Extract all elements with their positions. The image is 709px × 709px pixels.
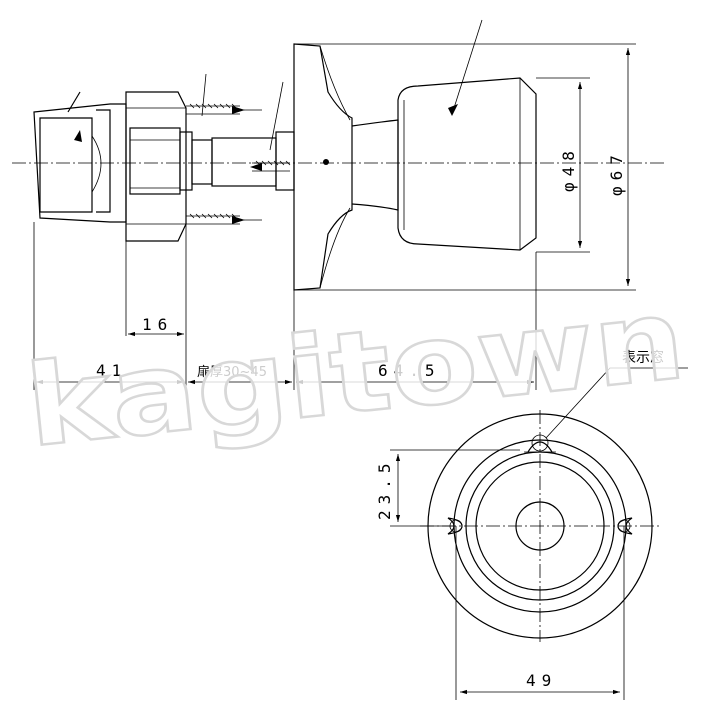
knob-projection-label: 64.5 [378,361,441,380]
screw-lower [186,213,262,225]
watermark: kagitown [20,274,690,472]
knob-diameter-label: φ48 [559,145,578,192]
knob-neck [351,119,399,211]
rose-depth-label: 41 [96,361,127,380]
indicator-leader [545,367,688,439]
screw-upper [186,103,262,115]
knob-arrow [448,104,458,116]
spindle [191,131,295,191]
latch-offset-label: 16 [142,315,173,334]
indicator-window [524,434,556,453]
leader-screw-1 [201,73,207,117]
inner-rose [125,91,193,242]
front-view: 表示窓 23.5 49 [375,349,688,700]
indicator-mark [67,91,81,113]
dim-screw-pitch: 49 [455,526,625,700]
leader-screw-2 [269,81,284,151]
indicator-height-label: 23.5 [375,457,394,520]
dim-knob-diameter: φ48 [536,77,590,253]
indicator-window-label: 表示窓 [622,349,664,366]
outer-knob [397,77,537,251]
screw-center [250,160,291,172]
dim-horizontal: 16 41 扉厚30~45 64.5 [33,222,537,390]
side-view: φ48 φ67 16 41 扉厚30~45 64.5 [12,19,665,390]
indicator-arrow [74,130,82,142]
rose-diameter-label: φ67 [607,149,626,196]
leader-knob [453,19,483,109]
door-thickness-label: 扉厚30~45 [197,364,267,380]
dim-indicator-height: 23.5 [375,449,520,527]
dim-rose-diameter: φ67 [294,43,636,291]
screw-pitch-label: 49 [526,671,557,690]
outer-rose [293,43,353,291]
